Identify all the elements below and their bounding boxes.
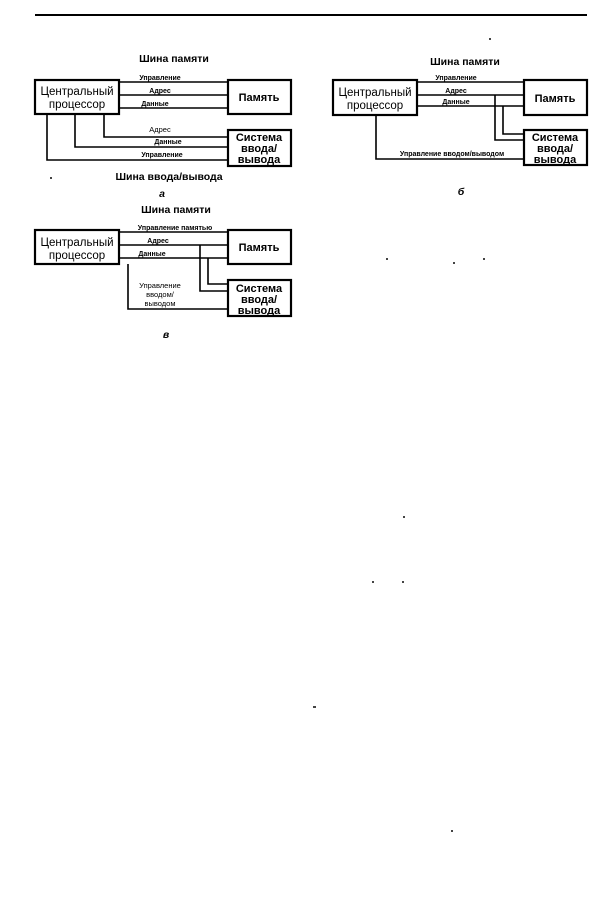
figure-b-io-data-tap xyxy=(502,106,524,135)
figure-a-cpu-box xyxy=(33,78,121,116)
figure-c-io-label-2: ввода/ xyxy=(241,294,277,306)
figure-a-caption: а xyxy=(159,188,165,200)
figure-c-caption: в xyxy=(163,329,170,341)
figure-c-io-box xyxy=(226,278,293,318)
figure-c-io-address-tap xyxy=(199,245,228,292)
figure-a-mem-control-label: Управление xyxy=(139,75,180,82)
figure-a-io-label-1: Система xyxy=(236,132,283,144)
figure-b-io-box xyxy=(522,128,589,167)
figure-a-io-control-label: Управление xyxy=(141,152,182,159)
figure-b-caption: б xyxy=(458,186,465,198)
figure-c-io-control-label-3: выводом xyxy=(145,299,176,308)
figure-b-io-label-2: ввода/ xyxy=(537,143,573,155)
figure-a-cpu-label-1: Центральный xyxy=(40,86,113,98)
figure-b-io-address-tap xyxy=(494,95,524,141)
figure-b-mem-address-label: Адрес xyxy=(445,88,467,95)
figure-b-cpu-box xyxy=(331,78,419,117)
figure-c-cpu-box xyxy=(33,228,121,266)
figure-a-cpu-label-2: процессор xyxy=(49,99,105,111)
figure-a-memory-label: Память xyxy=(239,92,280,104)
figure-b-cpu-label-1: Центральный xyxy=(338,87,411,99)
figure-c-io-label-3: вывода xyxy=(238,305,281,317)
figure-c-cpu-label-1: Центральный xyxy=(40,237,113,249)
figure-a-io-address-label: Адрес xyxy=(149,125,171,134)
figure-a-io-bus-title: Шина ввода/вывода xyxy=(115,171,222,183)
figure-c-mem-data-label: Данные xyxy=(138,251,165,258)
figure-c-memory-label: Память xyxy=(239,242,280,254)
figure-b-mem-data-label: Данные xyxy=(442,99,469,106)
figure-c-memory-box xyxy=(226,228,293,266)
figure-a-io-box xyxy=(226,128,293,168)
figure-b-io-label-3: вывода xyxy=(534,154,577,166)
figure-b-io-label-1: Система xyxy=(532,132,579,144)
figure-a-mem-data-label: Данные xyxy=(141,101,168,108)
figure-b-io-control-line xyxy=(375,115,524,160)
page-top-rule xyxy=(35,14,587,16)
figure-b-mem-control-label: Управление xyxy=(435,75,476,82)
figure-c-io-label-1: Система xyxy=(236,283,283,295)
figure-c: Шина памяти Центральный процессор Память… xyxy=(33,204,293,341)
figure-a-io-data-label: Данные xyxy=(154,139,181,146)
figure-c-io-control-label-2: вводом/ xyxy=(146,290,175,299)
figure-b-memory-bus-title: Шина памяти xyxy=(430,56,500,68)
figure-a-io-address-line xyxy=(103,114,228,138)
figure-c-io-control-line xyxy=(127,264,228,310)
figure-c-io-data-tap xyxy=(207,258,228,285)
figure-c-io-control-label-1: Управление xyxy=(139,281,181,290)
figure-a-io-label-2: ввода/ xyxy=(241,143,277,155)
figure-a-io-control-line xyxy=(46,114,228,161)
figure-a-io-data-line xyxy=(74,114,228,148)
figure-b-memory-label: Память xyxy=(535,93,576,105)
figure-b-memory-box xyxy=(522,78,589,117)
figure-b-cpu-label-2: процессор xyxy=(347,100,403,112)
scan-specks xyxy=(50,38,491,832)
figure-a-io-label-3: вывода xyxy=(238,154,281,166)
figure-b-io-control-label: Управление вводом/выводом xyxy=(400,151,504,158)
figure-c-mem-control-label: Управление памятью xyxy=(138,225,212,232)
figure-c-cpu-label-2: процессор xyxy=(49,250,105,262)
figure-a-mem-address-label: Адрес xyxy=(149,88,171,95)
figure-c-memory-bus-title: Шина памяти xyxy=(141,204,211,216)
figure-a: Шина памяти Центральный процессор Память… xyxy=(33,53,293,200)
figure-a-memory-box xyxy=(226,78,293,116)
figure-c-mem-address-label: Адрес xyxy=(147,238,169,245)
figure-a-memory-bus-title: Шина памяти xyxy=(139,53,209,65)
figure-b: Шина памяти Центральный процессор Память… xyxy=(331,56,589,198)
